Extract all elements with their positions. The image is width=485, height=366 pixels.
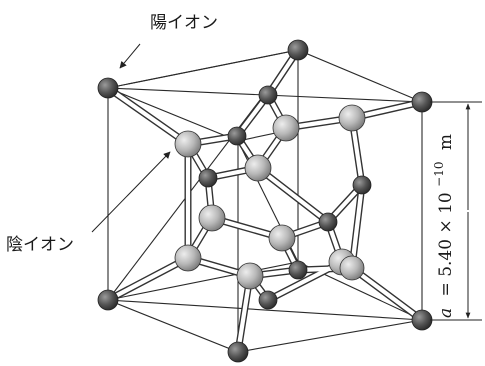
- lattice-value: = 5.40 × 10: [436, 192, 456, 296]
- anions: [174, 104, 366, 290]
- cation-sphere: [227, 126, 247, 146]
- cation-sphere: [411, 309, 433, 331]
- cation-sphere: [288, 260, 308, 280]
- cation-sphere: [352, 175, 372, 195]
- lattice-constant-label: a = 5.40 × 10 −10 m: [428, 134, 456, 318]
- cation-sphere: [318, 212, 338, 232]
- anion-sphere: [268, 224, 296, 252]
- lattice-dimension: [430, 101, 482, 321]
- cations: [97, 39, 433, 363]
- bond-fill: [349, 265, 425, 323]
- lattice-exponent: −10: [432, 162, 446, 187]
- bond-fill: [265, 259, 345, 303]
- cation-label-arrow: [119, 43, 141, 69]
- cation-sphere: [97, 77, 119, 99]
- cube-diag-a: [107, 49, 299, 89]
- anion-sphere: [244, 154, 272, 182]
- anion-sphere: [272, 114, 300, 142]
- lattice-unit: m: [436, 134, 456, 150]
- lattice-symbol: a: [436, 308, 456, 318]
- anion-sphere: [198, 204, 226, 232]
- anion-label-arrow: [91, 151, 171, 233]
- cation-sphere: [258, 290, 278, 310]
- cation-sphere: [198, 168, 218, 188]
- anion-sphere: [338, 104, 366, 132]
- cube-inner-line-3: [107, 299, 423, 321]
- cation-sphere: [411, 91, 433, 113]
- bond-fill: [105, 255, 191, 303]
- bond-fill: [349, 182, 365, 271]
- cation-sphere: [97, 289, 119, 311]
- cation-label: 陽イオン: [150, 13, 218, 33]
- cation-sphere: [227, 341, 249, 363]
- bond-fill: [255, 165, 331, 225]
- bond-fill: [105, 85, 191, 147]
- cation-sphere: [258, 85, 278, 105]
- anion-label: 陰イオン: [6, 235, 74, 255]
- anion-sphere: [236, 262, 264, 290]
- anion-sphere: [174, 244, 202, 272]
- lattice-constant-text: a = 5.40 × 10 −10 m: [428, 134, 456, 318]
- anion-sphere: [339, 255, 365, 281]
- label-arrows: [91, 43, 171, 233]
- cation-sphere: [287, 39, 309, 61]
- anion-sphere: [174, 130, 202, 158]
